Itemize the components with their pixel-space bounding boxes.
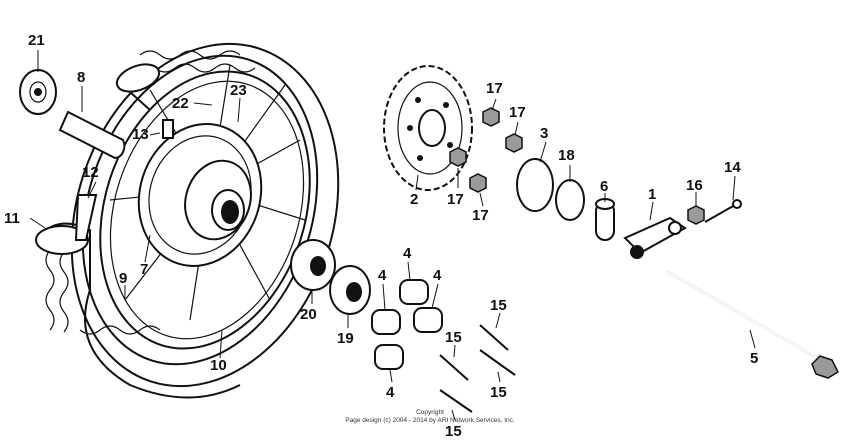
leader-lines bbox=[29, 50, 756, 421]
label-part-4b: 4 bbox=[378, 267, 387, 284]
label-part-12: 12 bbox=[82, 164, 99, 181]
label-part-1: 1 bbox=[648, 186, 656, 203]
ring-part-3 bbox=[516, 158, 554, 212]
label-part-11: 11 bbox=[4, 210, 20, 227]
nut-part-17 bbox=[449, 107, 523, 193]
hub bbox=[184, 159, 252, 241]
circlip-part-18 bbox=[555, 179, 585, 221]
label-part-16: 16 bbox=[686, 177, 703, 194]
bearing-part-20 bbox=[290, 239, 336, 291]
valve-stem-part-22 bbox=[129, 91, 151, 111]
label-part-10: 10 bbox=[210, 357, 227, 374]
bearing-part-21 bbox=[19, 69, 57, 115]
label-part-4d: 4 bbox=[386, 384, 395, 401]
chain-adjuster-part-1 bbox=[623, 216, 687, 259]
bearing-part-19 bbox=[329, 265, 371, 315]
label-part-4a: 4 bbox=[403, 245, 412, 262]
spacer-part-8 bbox=[58, 110, 126, 160]
bolt-part-14 bbox=[704, 199, 742, 223]
label-part-2: 2 bbox=[410, 191, 418, 208]
copyright-line: Page design (c) 2004 - 2014 by ARI Netwo… bbox=[345, 417, 515, 424]
label-part-17c: 17 bbox=[447, 191, 464, 208]
label-part-5: 5 bbox=[750, 350, 758, 367]
label-part-4c: 4 bbox=[433, 267, 442, 284]
spacer-part-6 bbox=[595, 198, 615, 241]
valve-part-13 bbox=[162, 119, 174, 139]
sprocket-part-2 bbox=[383, 65, 473, 191]
label-part-23: 23 bbox=[230, 82, 247, 99]
label-part-13: 13 bbox=[132, 126, 149, 143]
label-part-15b: 15 bbox=[445, 329, 462, 346]
label-part-6: 6 bbox=[600, 178, 608, 195]
label-part-19: 19 bbox=[337, 330, 354, 347]
stud-part-15 bbox=[439, 324, 516, 413]
label-part-22: 22 bbox=[172, 95, 189, 112]
nut-part-16 bbox=[687, 205, 705, 225]
label-part-18: 18 bbox=[558, 147, 575, 164]
label-part-3: 3 bbox=[540, 125, 548, 142]
label-part-17a: 17 bbox=[486, 80, 503, 97]
label-part-9: 9 bbox=[119, 270, 127, 287]
label-part-17d: 17 bbox=[472, 207, 489, 224]
part-labels: 21 8 22 23 13 12 11 7 9 10 2 17 17 17 17… bbox=[4, 32, 758, 440]
label-part-14: 14 bbox=[724, 159, 741, 176]
label-part-17b: 17 bbox=[509, 104, 526, 121]
label-part-20: 20 bbox=[300, 306, 317, 323]
rim-band-part-12 bbox=[74, 194, 98, 241]
label-part-8: 8 bbox=[77, 69, 85, 86]
label-part-15d: 15 bbox=[445, 423, 462, 440]
wheel-tire-part-10 bbox=[35, 42, 340, 399]
copyright-title: Copyright bbox=[416, 409, 444, 416]
bushing-part-4 bbox=[371, 279, 443, 370]
copyright-notice: Copyright Page design (c) 2004 - 2014 by… bbox=[330, 409, 530, 425]
label-part-7: 7 bbox=[140, 261, 148, 278]
axle-part-5 bbox=[667, 271, 839, 379]
label-part-21: 21 bbox=[28, 32, 45, 49]
label-part-15a: 15 bbox=[490, 297, 507, 314]
label-part-15c: 15 bbox=[490, 384, 507, 401]
